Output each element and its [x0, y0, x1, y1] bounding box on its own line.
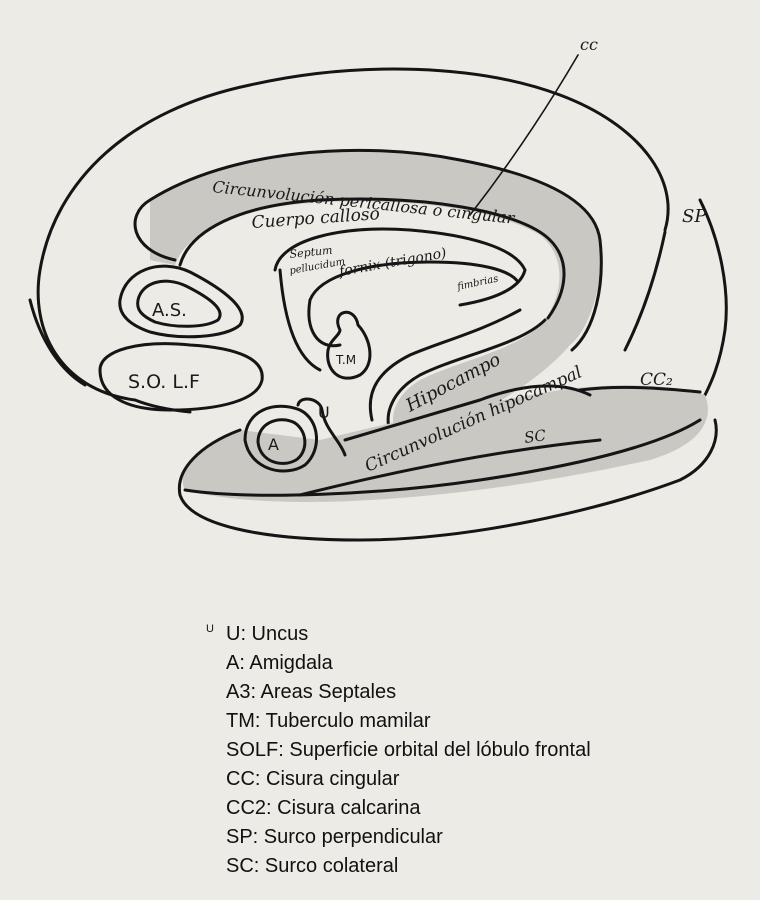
label-sc: SC [523, 426, 548, 447]
cingulate-outer-edge [133, 148, 603, 352]
amygdala-inner [256, 418, 307, 465]
label-fornix: fornix (trigono) [337, 245, 448, 280]
hippocampus-lower [368, 308, 522, 422]
label-tm: T.M [335, 353, 356, 367]
as-region-outer [118, 264, 244, 339]
label-sp: SP [682, 206, 707, 227]
legend-item: A: Amigdala [226, 652, 333, 674]
label-cc2: CC₂ [640, 370, 673, 390]
fornix-inner [308, 260, 520, 302]
brain-medial-diagram: cc SP CC₂ SC Circunvolución pericallosa … [28, 35, 728, 542]
label-cc: cc [580, 35, 598, 54]
label-a: A [268, 435, 279, 454]
cc-pointer [469, 54, 579, 216]
label-fimbrias: fimbrias [455, 274, 499, 294]
legend-item: CC: Cisura cingular [226, 768, 400, 790]
legend-item: A3: Areas Septales [226, 681, 397, 703]
cc2-sulcus [578, 385, 702, 394]
uncus-region [296, 397, 347, 457]
legend-bullet: U [206, 623, 214, 635]
tm-region [326, 310, 372, 380]
solf-region [98, 342, 264, 412]
hippocampus-shade [392, 320, 570, 440]
label-as: A.S. [152, 300, 187, 321]
label-solf: S.O. L.F [128, 371, 200, 393]
fornix-outer [278, 268, 322, 372]
amygdala-outer [243, 404, 318, 473]
frontal-lower-edge [28, 298, 87, 387]
temporal-inner-edge [183, 418, 702, 497]
label-septum-line1: Septum [289, 244, 333, 261]
parahippocampal-upper [343, 384, 592, 442]
fornix-column [307, 298, 342, 348]
callosum-outer-edge [178, 197, 566, 320]
sc-sulcus [298, 438, 602, 497]
legend: U U: Uncus A: Amigdala A3: Areas Septale… [206, 620, 591, 881]
hemisphere-outline [36, 67, 728, 414]
parahippocampal-shade [182, 385, 708, 502]
legend-item: CC2: Cisura calcarina [226, 797, 421, 819]
legend-item: SP: Surco perpendicular [226, 826, 443, 848]
legend-item: SC: Surco colateral [226, 855, 399, 877]
sp-sulcus [623, 230, 667, 352]
cingulate-band [150, 150, 601, 345]
hippocampus-upper [386, 318, 547, 442]
as-region-inner [136, 279, 222, 328]
legend-item: TM: Tuberculo mamilar [226, 710, 431, 732]
label-u: U [318, 403, 330, 422]
temporal-lower-edge [177, 418, 718, 542]
legend-item: U: Uncus [226, 623, 309, 645]
callosum-inner-edge [273, 227, 527, 307]
legend-item: SOLF: Superficie orbital del lóbulo fron… [226, 739, 591, 761]
